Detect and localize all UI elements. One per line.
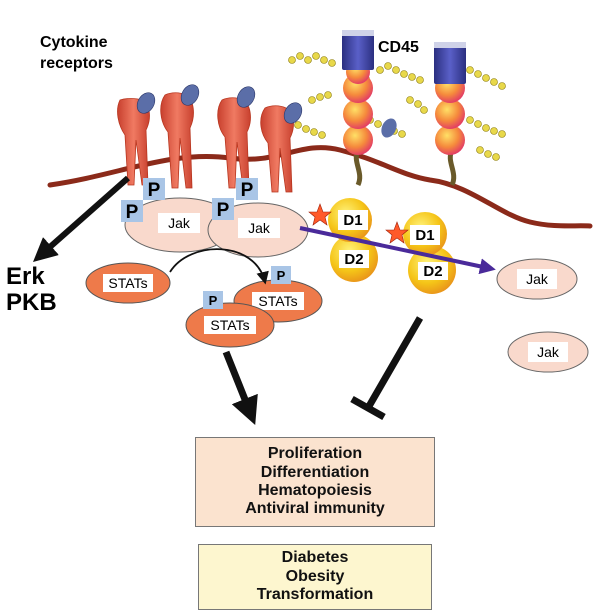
outcome-item: Antiviral immunity bbox=[245, 500, 385, 518]
jak-label-4: Jak bbox=[537, 344, 560, 360]
phospho-label: P bbox=[148, 180, 161, 201]
dephosphorylation-arrow bbox=[299, 226, 496, 275]
cytokine-receptors-title: Cytokine bbox=[40, 34, 108, 51]
phospho-label: P bbox=[241, 180, 254, 201]
phospho-tags: P P P P bbox=[121, 178, 258, 223]
jak-label-1: Jak bbox=[168, 215, 191, 231]
cytokine-receptors-title-2: receptors bbox=[40, 55, 113, 72]
outcome-item: Hematopoiesis bbox=[258, 482, 372, 499]
cd45-molecule-1 bbox=[342, 30, 374, 187]
disease-item: Transformation bbox=[256, 586, 374, 604]
jak-label-3: Jak bbox=[526, 271, 549, 287]
cytokine-ligands bbox=[136, 84, 303, 124]
disease-box: Diabetes Obesity Transformation bbox=[198, 544, 432, 610]
released-jak-group: Jak Jak bbox=[496, 258, 589, 373]
cd45-ligand bbox=[381, 118, 397, 138]
jak-label-2: Jak bbox=[248, 220, 271, 236]
biological-outcomes-box: Proliferation Differentiation Hematopoie… bbox=[195, 437, 435, 527]
phospho-label: P bbox=[126, 202, 139, 223]
stats-label: STATs bbox=[108, 275, 147, 291]
active-site-star-2 bbox=[385, 221, 409, 244]
stats-label: STATs bbox=[258, 293, 297, 309]
phospho-label: P bbox=[277, 268, 286, 283]
d2-label: D2 bbox=[423, 263, 442, 280]
stats-group: STATs STATs STATs P P bbox=[85, 262, 323, 348]
cytokine-receptors bbox=[117, 92, 294, 193]
cd45-inhibition bbox=[350, 316, 424, 421]
phospho-label: P bbox=[217, 200, 230, 221]
d1-label: D1 bbox=[415, 227, 434, 244]
stats-phosphorylation-arrow bbox=[169, 248, 269, 285]
stats-to-outcomes-arrow bbox=[222, 350, 258, 425]
d1-label: D1 bbox=[343, 212, 362, 229]
disease-item: Obesity bbox=[285, 567, 345, 585]
pkb-label: PKB bbox=[6, 289, 57, 316]
cd45-label: CD45 bbox=[378, 39, 419, 56]
active-site-star-1 bbox=[308, 203, 332, 226]
cd45-molecule-2 bbox=[434, 42, 466, 187]
disease-item: Diabetes bbox=[281, 549, 349, 567]
erk-pkb-arrow bbox=[33, 175, 130, 262]
stats-label: STATs bbox=[210, 317, 249, 333]
erk-label: Erk bbox=[6, 263, 45, 290]
cd45-glycosylation bbox=[288, 52, 506, 161]
outcome-item: Differentiation bbox=[260, 463, 370, 481]
phospho-label: P bbox=[209, 293, 218, 308]
d2-label: D2 bbox=[344, 251, 363, 268]
outcome-item: Proliferation bbox=[267, 445, 363, 463]
